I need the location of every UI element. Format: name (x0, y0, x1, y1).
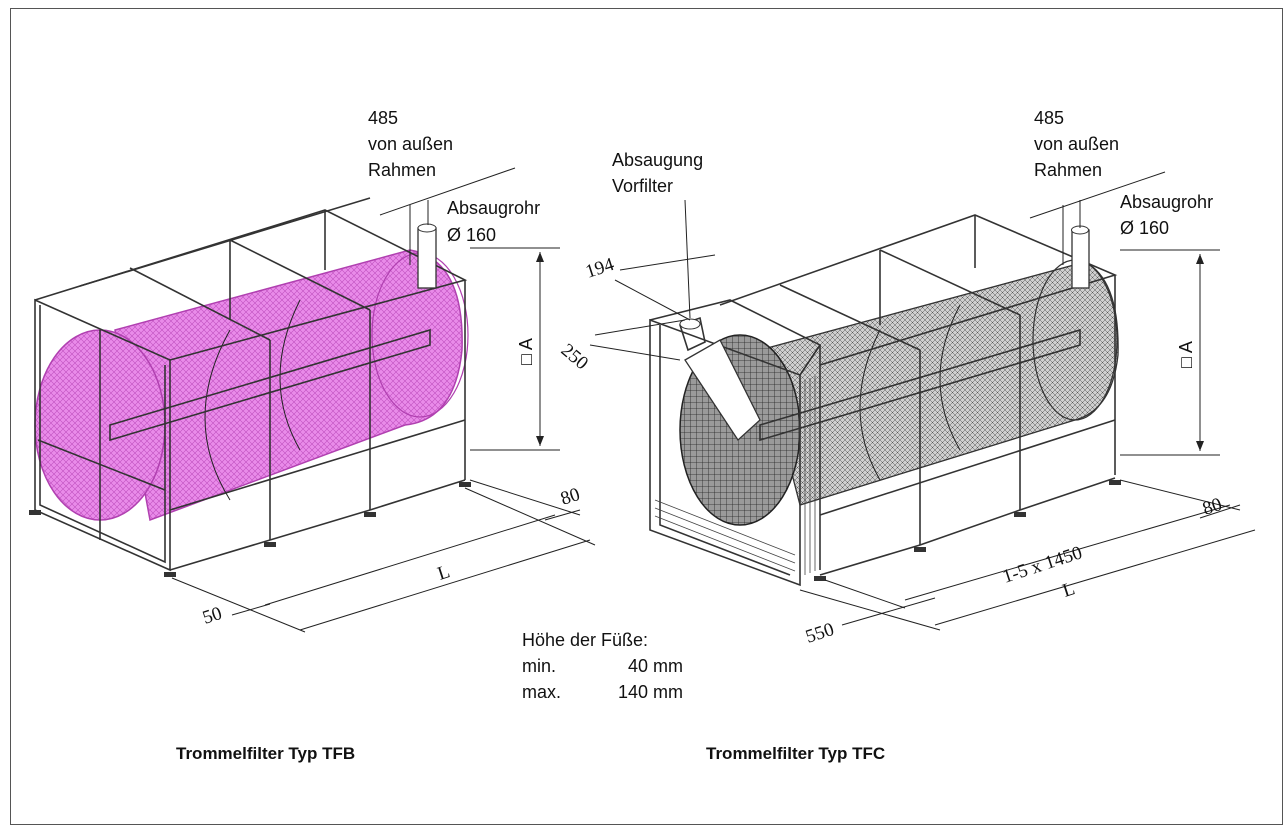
feet-title: Höhe der Füße: (522, 630, 648, 650)
tfc-pipe-label: Absaugrohr (1120, 192, 1213, 212)
tfc-caption: Trommelfilter Typ TFC (706, 744, 885, 763)
tfc-dim-a: □ A (1176, 341, 1196, 368)
tfb-caption: Trommelfilter Typ TFB (176, 744, 355, 763)
feet-height-note: Höhe der Füße: min. 40 mm max. 140 mm (522, 630, 683, 702)
feet-min-label: min. (522, 656, 556, 676)
tfc-drum-body (759, 261, 1119, 506)
tfc-dim-l: L (1060, 578, 1078, 602)
tfb-485-label: 485 (368, 108, 398, 128)
tfb-pipe-label: Absaugrohr (447, 198, 540, 218)
tfc-prefilter-label-2: Vorfilter (612, 176, 673, 196)
tfc-unit (589, 171, 1256, 631)
tfc-prefilter-label-1: Absaugung (612, 150, 703, 170)
tfb-labels: 485 von außen Rahmen Absaugrohr Ø 160 □ … (176, 108, 583, 763)
tfc-dim-550: 550 (803, 619, 837, 648)
tfb-unit (29, 167, 596, 633)
tfc-485-label: 485 (1034, 108, 1064, 128)
tfc-frame-label: Rahmen (1034, 160, 1102, 180)
tfc-labels: Absaugung Vorfilter 485 von außen Rahmen… (557, 108, 1225, 763)
tfc-outside-label: von außen (1034, 134, 1119, 154)
tfb-pipe-dia: Ø 160 (447, 225, 496, 245)
feet-max-label: max. (522, 682, 561, 702)
feet-max-value: 140 mm (618, 682, 683, 702)
feet-min-value: 40 mm (628, 656, 683, 676)
tfc-dim-250: 250 (557, 340, 592, 374)
tfb-dim-80: 80 (558, 484, 583, 510)
tfc-dim-194: 194 (583, 254, 617, 283)
tfc-pipe-dia: Ø 160 (1120, 218, 1169, 238)
tfb-dim-50: 50 (200, 603, 225, 629)
tfb-drum-body (114, 249, 463, 522)
tfb-frame-label: Rahmen (368, 160, 436, 180)
tfb-dim-a: □ A (516, 338, 536, 365)
tfb-outside-label: von außen (368, 134, 453, 154)
tfc-dim-80: 80 (1200, 494, 1225, 520)
tfb-dim-l: L (435, 561, 453, 585)
tfc-dim-segments: 1-5 x 1450 (1000, 542, 1085, 587)
